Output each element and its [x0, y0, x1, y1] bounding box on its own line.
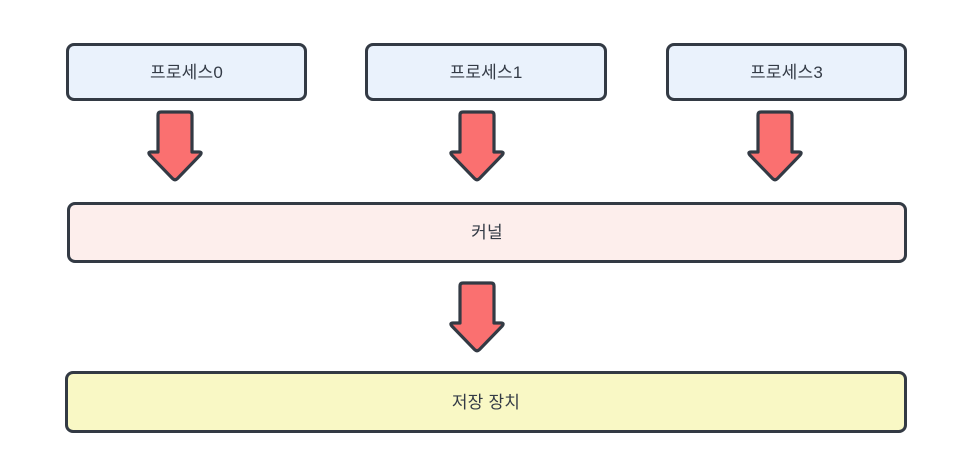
- arrow-down-shape: [449, 281, 505, 353]
- arrow-down-shape: [747, 110, 803, 182]
- arrow-down-icon: [448, 110, 506, 183]
- arrow-down-icon: [146, 110, 204, 183]
- process0-label: 프로세스0: [149, 62, 223, 82]
- kernel-label: 커널: [471, 223, 503, 242]
- arrow-down-icon: [746, 110, 804, 183]
- arrow-down-icon: [448, 281, 506, 354]
- process1-node: 프로세스1: [365, 43, 607, 101]
- process3-label: 프로세스3: [749, 62, 823, 82]
- process3-node: 프로세스3: [666, 43, 907, 101]
- storage-node: 저장 장치: [65, 371, 907, 433]
- arrow-down-shape: [449, 110, 505, 182]
- process1-label: 프로세스1: [449, 62, 523, 82]
- storage-label: 저장 장치: [451, 392, 521, 412]
- arrow-down-shape: [147, 110, 203, 182]
- kernel-node: 커널: [67, 202, 907, 263]
- process0-node: 프로세스0: [66, 43, 307, 101]
